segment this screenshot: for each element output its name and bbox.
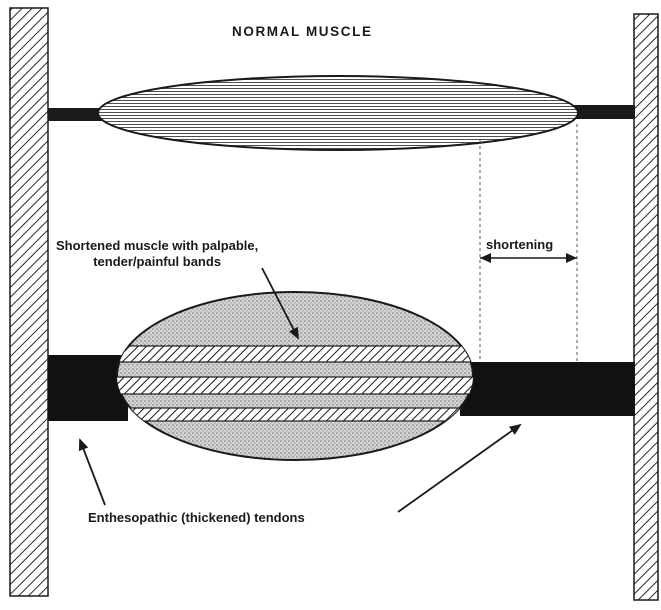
shortening-arrow-head-left [480,253,491,263]
taut-band [110,408,480,421]
normal-muscle [98,76,578,150]
tendon-pointer-arrow-left [80,440,105,505]
left-wall [10,8,48,596]
diagram-title: NORMAL MUSCLE [232,24,373,41]
shortening-arrow-head-right [566,253,577,263]
right-wall [634,14,658,600]
taut-band [110,377,480,394]
taut-band [110,346,480,362]
normal-tendon-left [48,108,103,121]
tendons-label: Enthesopathic (thickened) tendons [88,510,305,526]
shortening-label: shortening [486,237,553,253]
taut-bands [110,346,480,421]
shortened-muscle-label: Shortened muscle with palpable, tender/p… [56,238,258,271]
shortened-muscle-label-line-2: tender/painful bands [56,254,258,270]
shortened-muscle [117,292,473,460]
thick-tendon-right [460,362,635,416]
normal-tendon-right [573,105,635,119]
shortened-muscle-label-line-1: Shortened muscle with palpable, [56,238,258,254]
thick-tendon-left [48,355,128,421]
